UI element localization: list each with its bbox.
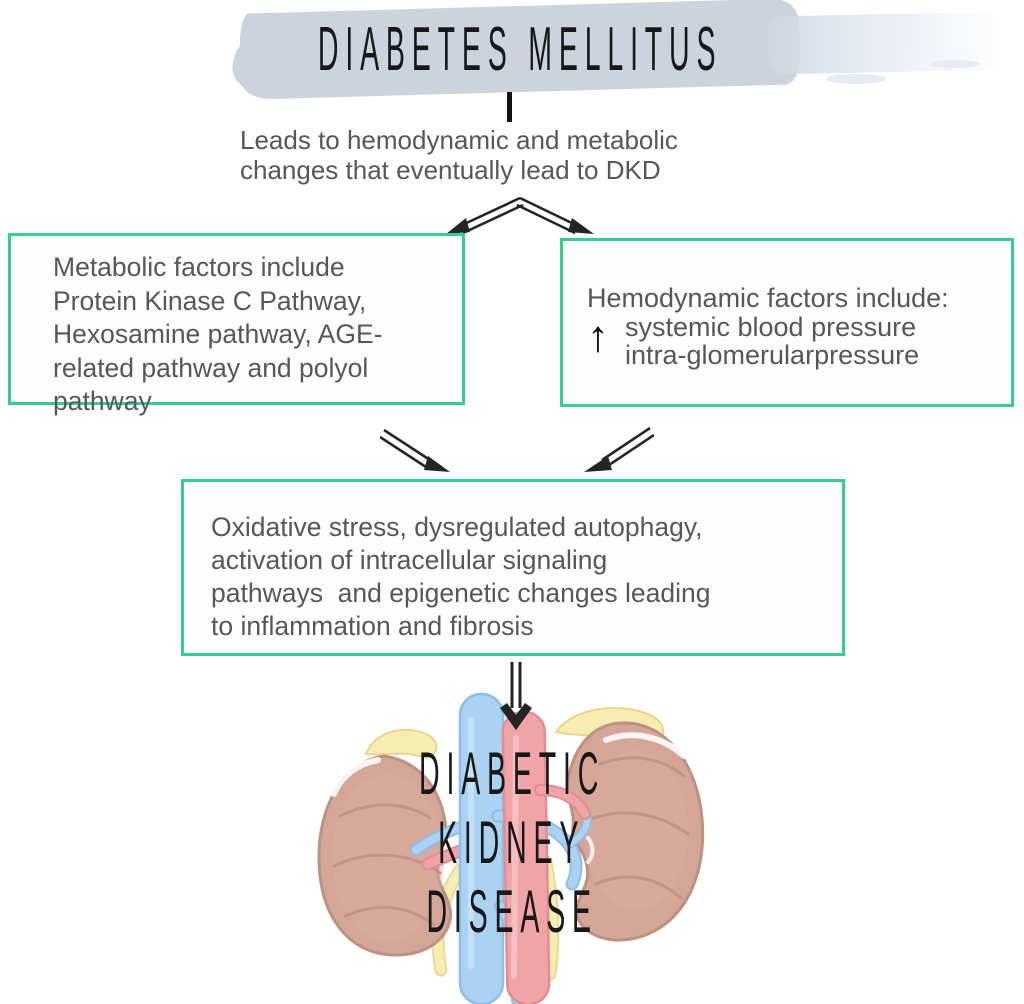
text-line: Protein Kinase C Pathway, bbox=[53, 285, 367, 316]
left-kidney bbox=[317, 754, 452, 957]
kidney-illustration bbox=[288, 668, 712, 1004]
text-line: systemic blood pressure bbox=[625, 312, 917, 342]
text-line: Leads to hemodynamic and metabolic bbox=[240, 125, 678, 155]
vessel-branch-artery-right bbox=[534, 784, 591, 820]
brush-speck bbox=[930, 60, 980, 68]
kidney-illustration-svg bbox=[317, 692, 705, 1004]
text-line: related pathway and polyol bbox=[53, 352, 369, 383]
intro-text: Leads to hemodynamic and metabolic chang… bbox=[240, 125, 678, 185]
text-line: Metabolic factors include bbox=[53, 252, 345, 282]
result-title: DIABETIC KIDNEY DISEASE bbox=[300, 738, 724, 945]
result-title-line: DISEASE bbox=[300, 876, 724, 945]
page-title-text: DIABETES MELLITUS bbox=[317, 12, 723, 84]
text-line: Hexosamine pathway, AGE- bbox=[53, 319, 383, 349]
hemodynamic-factors-box: Hemodynamic factors include: ↑ systemic … bbox=[560, 238, 1014, 407]
text-line: intra-glomerularpressure bbox=[625, 340, 920, 370]
result-title-line: DIABETIC bbox=[300, 738, 724, 807]
result-title-text: KIDNEY bbox=[438, 807, 586, 876]
page-title: DIABETES MELLITUS bbox=[240, 4, 800, 92]
text-line: Oxidative stress, dysregulated autophagy… bbox=[211, 512, 703, 542]
adrenal-gland-left bbox=[364, 728, 438, 760]
result-title-text: DISEASE bbox=[426, 876, 598, 945]
connector-line bbox=[507, 92, 512, 122]
outcome-box: Oxidative stress, dysregulated autophagy… bbox=[181, 479, 845, 656]
text-line: changes that eventually lead to DKD bbox=[240, 155, 661, 185]
hemodynamic-item-list: systemic blood pressure intra-glomerular… bbox=[625, 313, 919, 369]
split-arrow-left-icon bbox=[446, 196, 524, 235]
text-line: pathway bbox=[53, 386, 152, 416]
result-title-line: KIDNEY bbox=[300, 807, 724, 876]
final-arrow-icon bbox=[500, 662, 532, 730]
result-title-text: DIABETIC bbox=[418, 738, 606, 807]
brush-speck bbox=[826, 74, 886, 84]
metabolic-factors-box: Metabolic factors include Protein Kinase… bbox=[8, 233, 465, 416]
right-kidney bbox=[565, 721, 705, 942]
text-line: activation of intracellular signaling bbox=[211, 545, 608, 575]
converge-arrow-left-icon bbox=[380, 428, 450, 472]
split-arrow-right-icon bbox=[516, 196, 594, 235]
brush-stroke-tail bbox=[767, 11, 1017, 75]
text-line: Hemodynamic factors include: bbox=[587, 283, 949, 313]
increase-arrow-icon: ↑ bbox=[587, 312, 609, 361]
text-line: pathways and epigenetic changes leading bbox=[211, 578, 711, 608]
hemodynamic-items: ↑ systemic blood pressure intra-glomerul… bbox=[587, 313, 1011, 369]
text-line: to inflammation and fibrosis bbox=[211, 611, 534, 641]
renal-vein bbox=[458, 692, 505, 1004]
converge-arrow-right-icon bbox=[584, 426, 654, 472]
